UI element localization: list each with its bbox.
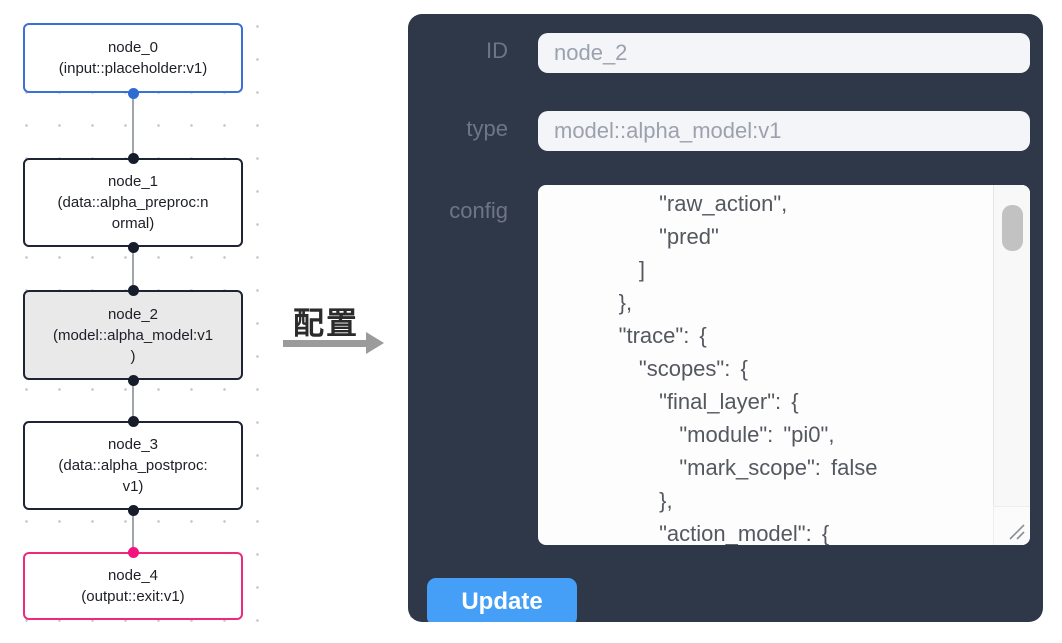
properties-canvas: ID type config "raw_action", "pred" ] },… [388, 0, 1062, 643]
config-code[interactable]: "raw_action", "pred" ] }, "trace": { "sc… [618, 191, 878, 545]
config-scrollbar[interactable] [993, 185, 1030, 507]
node-subtitle-line: (input::placeholder:v1) [58, 60, 208, 77]
node-port-top[interactable] [127, 415, 139, 427]
node-title: node_4 [107, 567, 159, 584]
id-input[interactable] [538, 33, 1030, 73]
flow-node-node_0[interactable]: node_0(input::placeholder:v1) [23, 23, 243, 93]
node-subtitle-line: ormal) [111, 215, 155, 232]
node-subtitle-line: v1) [122, 478, 144, 495]
update-button[interactable]: Update [427, 578, 577, 622]
node-subtitle-line: (output::exit:v1) [81, 588, 185, 605]
node-port-top[interactable] [127, 546, 139, 558]
node-port-top[interactable] [127, 152, 139, 164]
textarea-resize-handle-icon[interactable] [993, 506, 1030, 545]
node-title: node_3 [107, 436, 159, 453]
node-title: node_0 [107, 39, 159, 56]
right-arrow-icon [283, 340, 367, 347]
config-scrollbar-thumb[interactable] [1002, 205, 1023, 251]
type-field-label: type [466, 116, 508, 141]
node-properties-panel: ID type config "raw_action", "pred" ] },… [408, 14, 1043, 622]
config-field-label: config [449, 198, 508, 223]
node-port-bottom[interactable] [127, 241, 139, 253]
node-subtitle-line: (model::alpha_model:v1 [52, 326, 214, 344]
node-title: node_2 [107, 305, 159, 323]
right-arrow-head-icon [366, 332, 384, 354]
node-port-top[interactable] [127, 284, 139, 296]
node-port-bottom[interactable] [127, 504, 139, 516]
node-title: node_1 [107, 173, 159, 190]
flow-node-node_2[interactable]: node_2(model::alpha_model:v1) [23, 290, 243, 380]
type-input[interactable] [538, 111, 1030, 151]
node-subtitle-line: (data::alpha_postproc: [58, 457, 208, 474]
config-caption: 配置 [293, 306, 359, 341]
node-port-bottom[interactable] [127, 374, 139, 386]
flow-canvas[interactable]: node_0(input::placeholder:v1)node_1(data… [0, 0, 277, 643]
flow-node-node_3[interactable]: node_3(data::alpha_postproc:v1) [23, 421, 243, 510]
node-subtitle-line: (data::alpha_preproc:n [57, 194, 209, 211]
id-field-label: ID [486, 38, 508, 63]
node-subtitle-line: ) [130, 347, 136, 365]
node-port-bottom[interactable] [127, 87, 139, 99]
flow-node-node_4[interactable]: node_4(output::exit:v1) [23, 552, 243, 620]
config-textarea[interactable]: "raw_action", "pred" ] }, "trace": { "sc… [538, 185, 1030, 545]
